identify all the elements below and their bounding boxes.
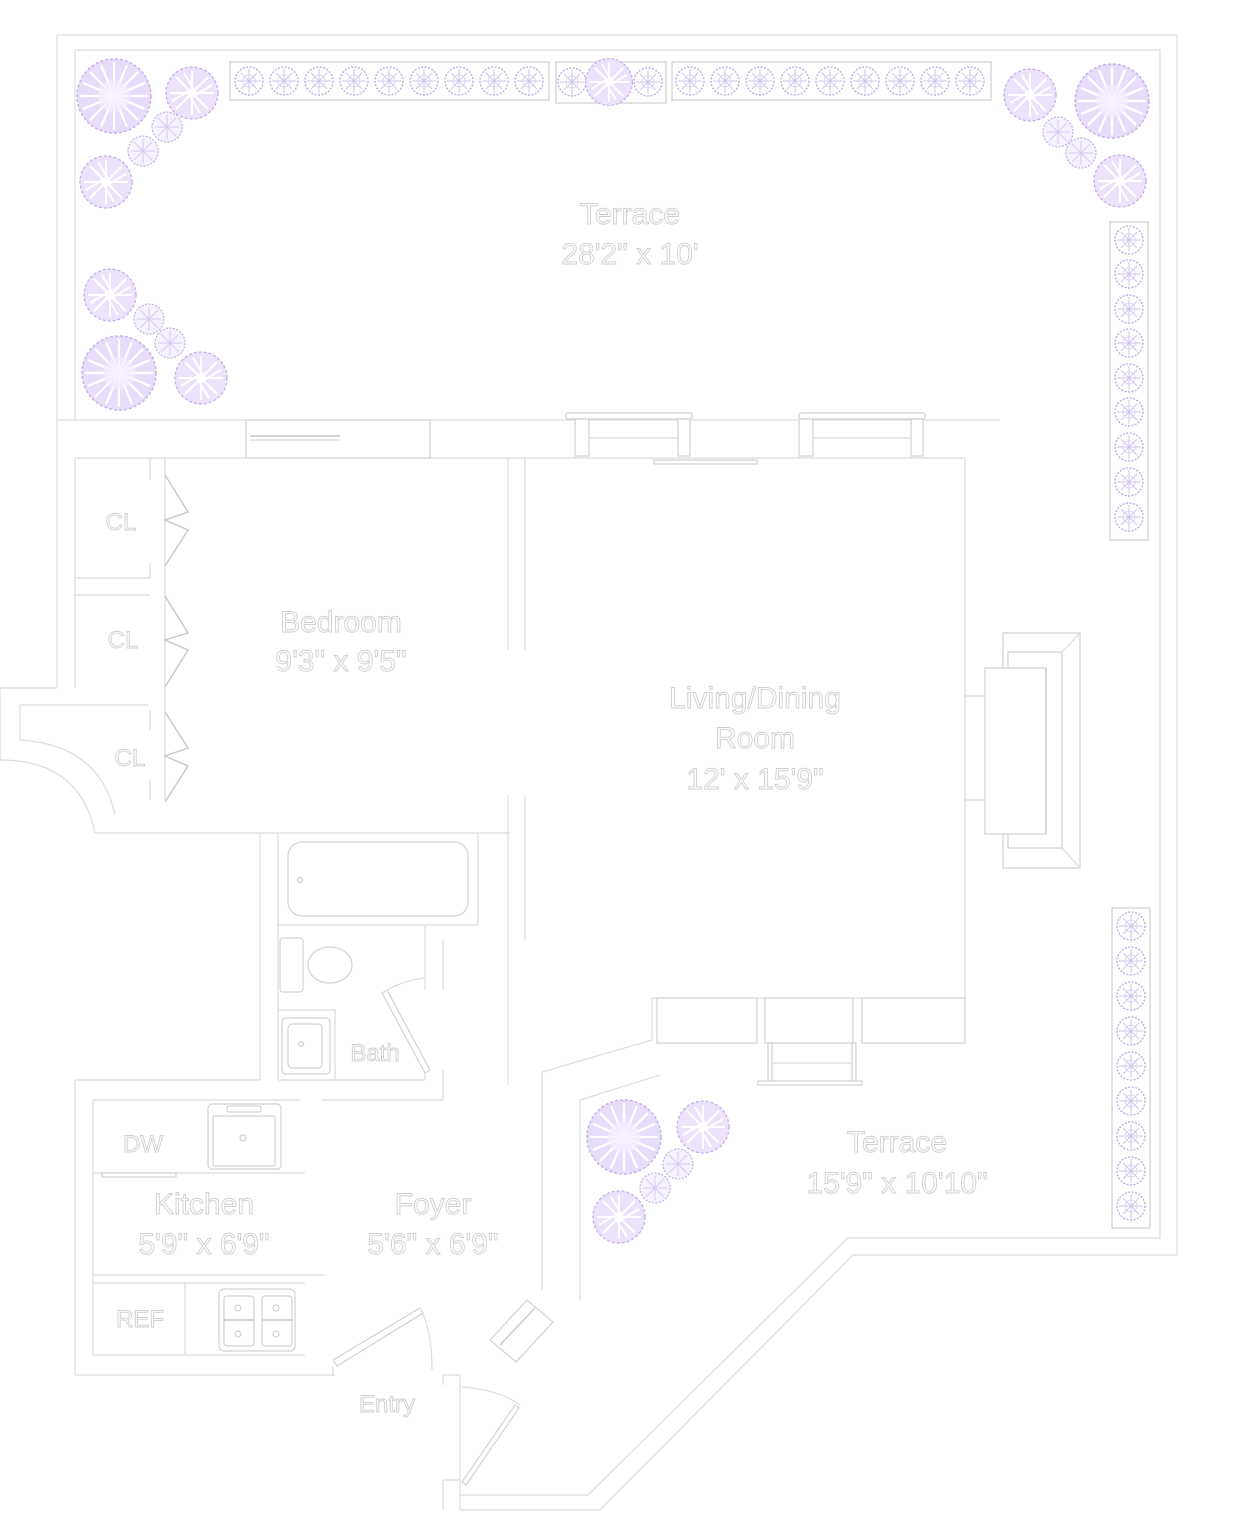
south-window-icon [656, 997, 966, 1086]
foyer-dims: 5'6" x 6'9" [367, 1228, 498, 1261]
foyer-name: Foyer [395, 1188, 472, 1221]
closet-door-icon [162, 474, 190, 803]
living-name-1: Living/Dining [669, 682, 841, 715]
terrace-south-name: Terrace [847, 1126, 947, 1159]
toilet-icon [279, 937, 353, 993]
closet-3-label: CL [115, 745, 146, 772]
dishwasher-door [101, 1172, 177, 1178]
kitchen-dims: 5'9" x 6'9" [138, 1228, 269, 1261]
fireplace-icon [965, 632, 1081, 869]
bath-name: Bath [350, 1040, 399, 1067]
dishwasher-label: DW [123, 1131, 163, 1158]
bathtub-icon [287, 841, 469, 917]
living-dims: 12' x 15'9" [686, 763, 823, 796]
terrace-north-dims: 28'2" x 10' [561, 238, 698, 271]
kitchen-name: Kitchen [154, 1188, 254, 1221]
bath-door-icon [381, 977, 431, 1074]
bedroom-dims: 9'3" x 9'5" [275, 645, 406, 678]
tree-icon [75, 57, 1151, 1244]
closet-1-label: CL [106, 509, 137, 536]
door-swing-icon [332, 1307, 521, 1486]
outer-boundary [56, 34, 1178, 1511]
sink-icon [281, 1017, 331, 1075]
living-name-2: Room [715, 722, 795, 755]
bedroom-name: Bedroom [280, 606, 402, 639]
entry-name: Entry [359, 1391, 415, 1418]
kitchen-sink-icon [207, 1103, 282, 1170]
building-walls [0, 419, 1000, 1510]
closet-2-label: CL [108, 627, 139, 654]
window-icon [245, 412, 926, 465]
terrace-south-dims: 15'9" x 10'10" [806, 1167, 987, 1200]
stove-icon [218, 1288, 296, 1352]
terrace-north-name: Terrace [580, 198, 680, 231]
terrace-door-icon [489, 1299, 554, 1363]
refrigerator-label: REF [116, 1306, 164, 1333]
